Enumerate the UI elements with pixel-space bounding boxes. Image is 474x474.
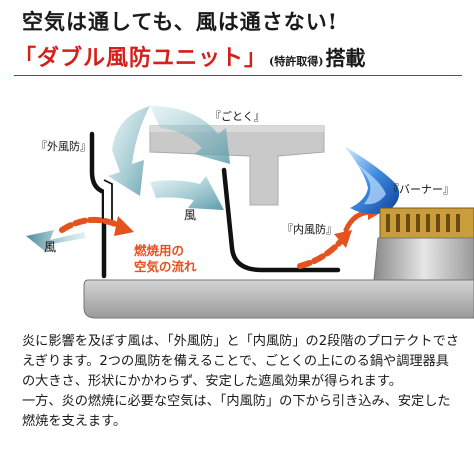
airflow-arrow-outer (59, 217, 123, 233)
label-wind-left: 風 (44, 240, 57, 254)
headline: 空気は通しても、風は通さない! (22, 9, 338, 34)
trivet-top (150, 126, 324, 132)
title-divider (14, 75, 462, 76)
inner-windscreen-shape (221, 167, 341, 273)
outer-windscreen-shape (89, 131, 107, 279)
patent-note: (特許取得) (269, 55, 324, 68)
base-plate (83, 279, 474, 319)
description: 炎に影響を及ぼす風は、「外風防」と「内風防」の2段階のプロテクトでさえぎります。… (22, 332, 462, 432)
feature-name: 「ダブル風防ユニット」 (14, 45, 268, 71)
label-inner-windscreen: 『内風防』 (282, 223, 337, 236)
label-trivet: 『ごとく』 (210, 110, 265, 123)
wind-arrow-upper-left (108, 106, 150, 196)
description-paragraph-2: 一方、炎の燃焼に必要な空気は、「内風防」の下から引き込み、安定した燃焼を支えます… (22, 394, 451, 429)
label-airflow-line2: 空気の流れ (134, 259, 197, 274)
outer-windscreen-tab (103, 179, 113, 225)
label-wind-center: 風 (184, 208, 197, 222)
airflow-arrow-inner (297, 237, 345, 269)
feature-title: 「ダブル風防ユニット」(特許取得)搭載 (14, 40, 464, 72)
airflow-arrow-outer-head (114, 216, 134, 236)
wind-arrow-upper-center (150, 106, 230, 164)
description-paragraph-1: 炎に影響を及ぼす風は、「外風防」と「内風防」の2段階のプロテクトでさえぎります。… (22, 334, 459, 389)
burner-ports (386, 214, 460, 232)
flame-inner (354, 162, 386, 205)
label-burner: 『バーナー』 (388, 183, 454, 196)
airflow-arrow-inner-head (334, 230, 352, 248)
feature-suffix: 搭載 (325, 46, 366, 70)
windscreen-diagram (26, 106, 474, 319)
label-airflow-line1: 燃焼用の (134, 243, 185, 258)
label-outer-windscreen: 『外風防』 (36, 140, 91, 153)
trivet-shape (149, 125, 325, 206)
wind-arrow-center (150, 176, 224, 210)
burner-body (373, 237, 474, 281)
wind-arrow-left (26, 230, 86, 252)
